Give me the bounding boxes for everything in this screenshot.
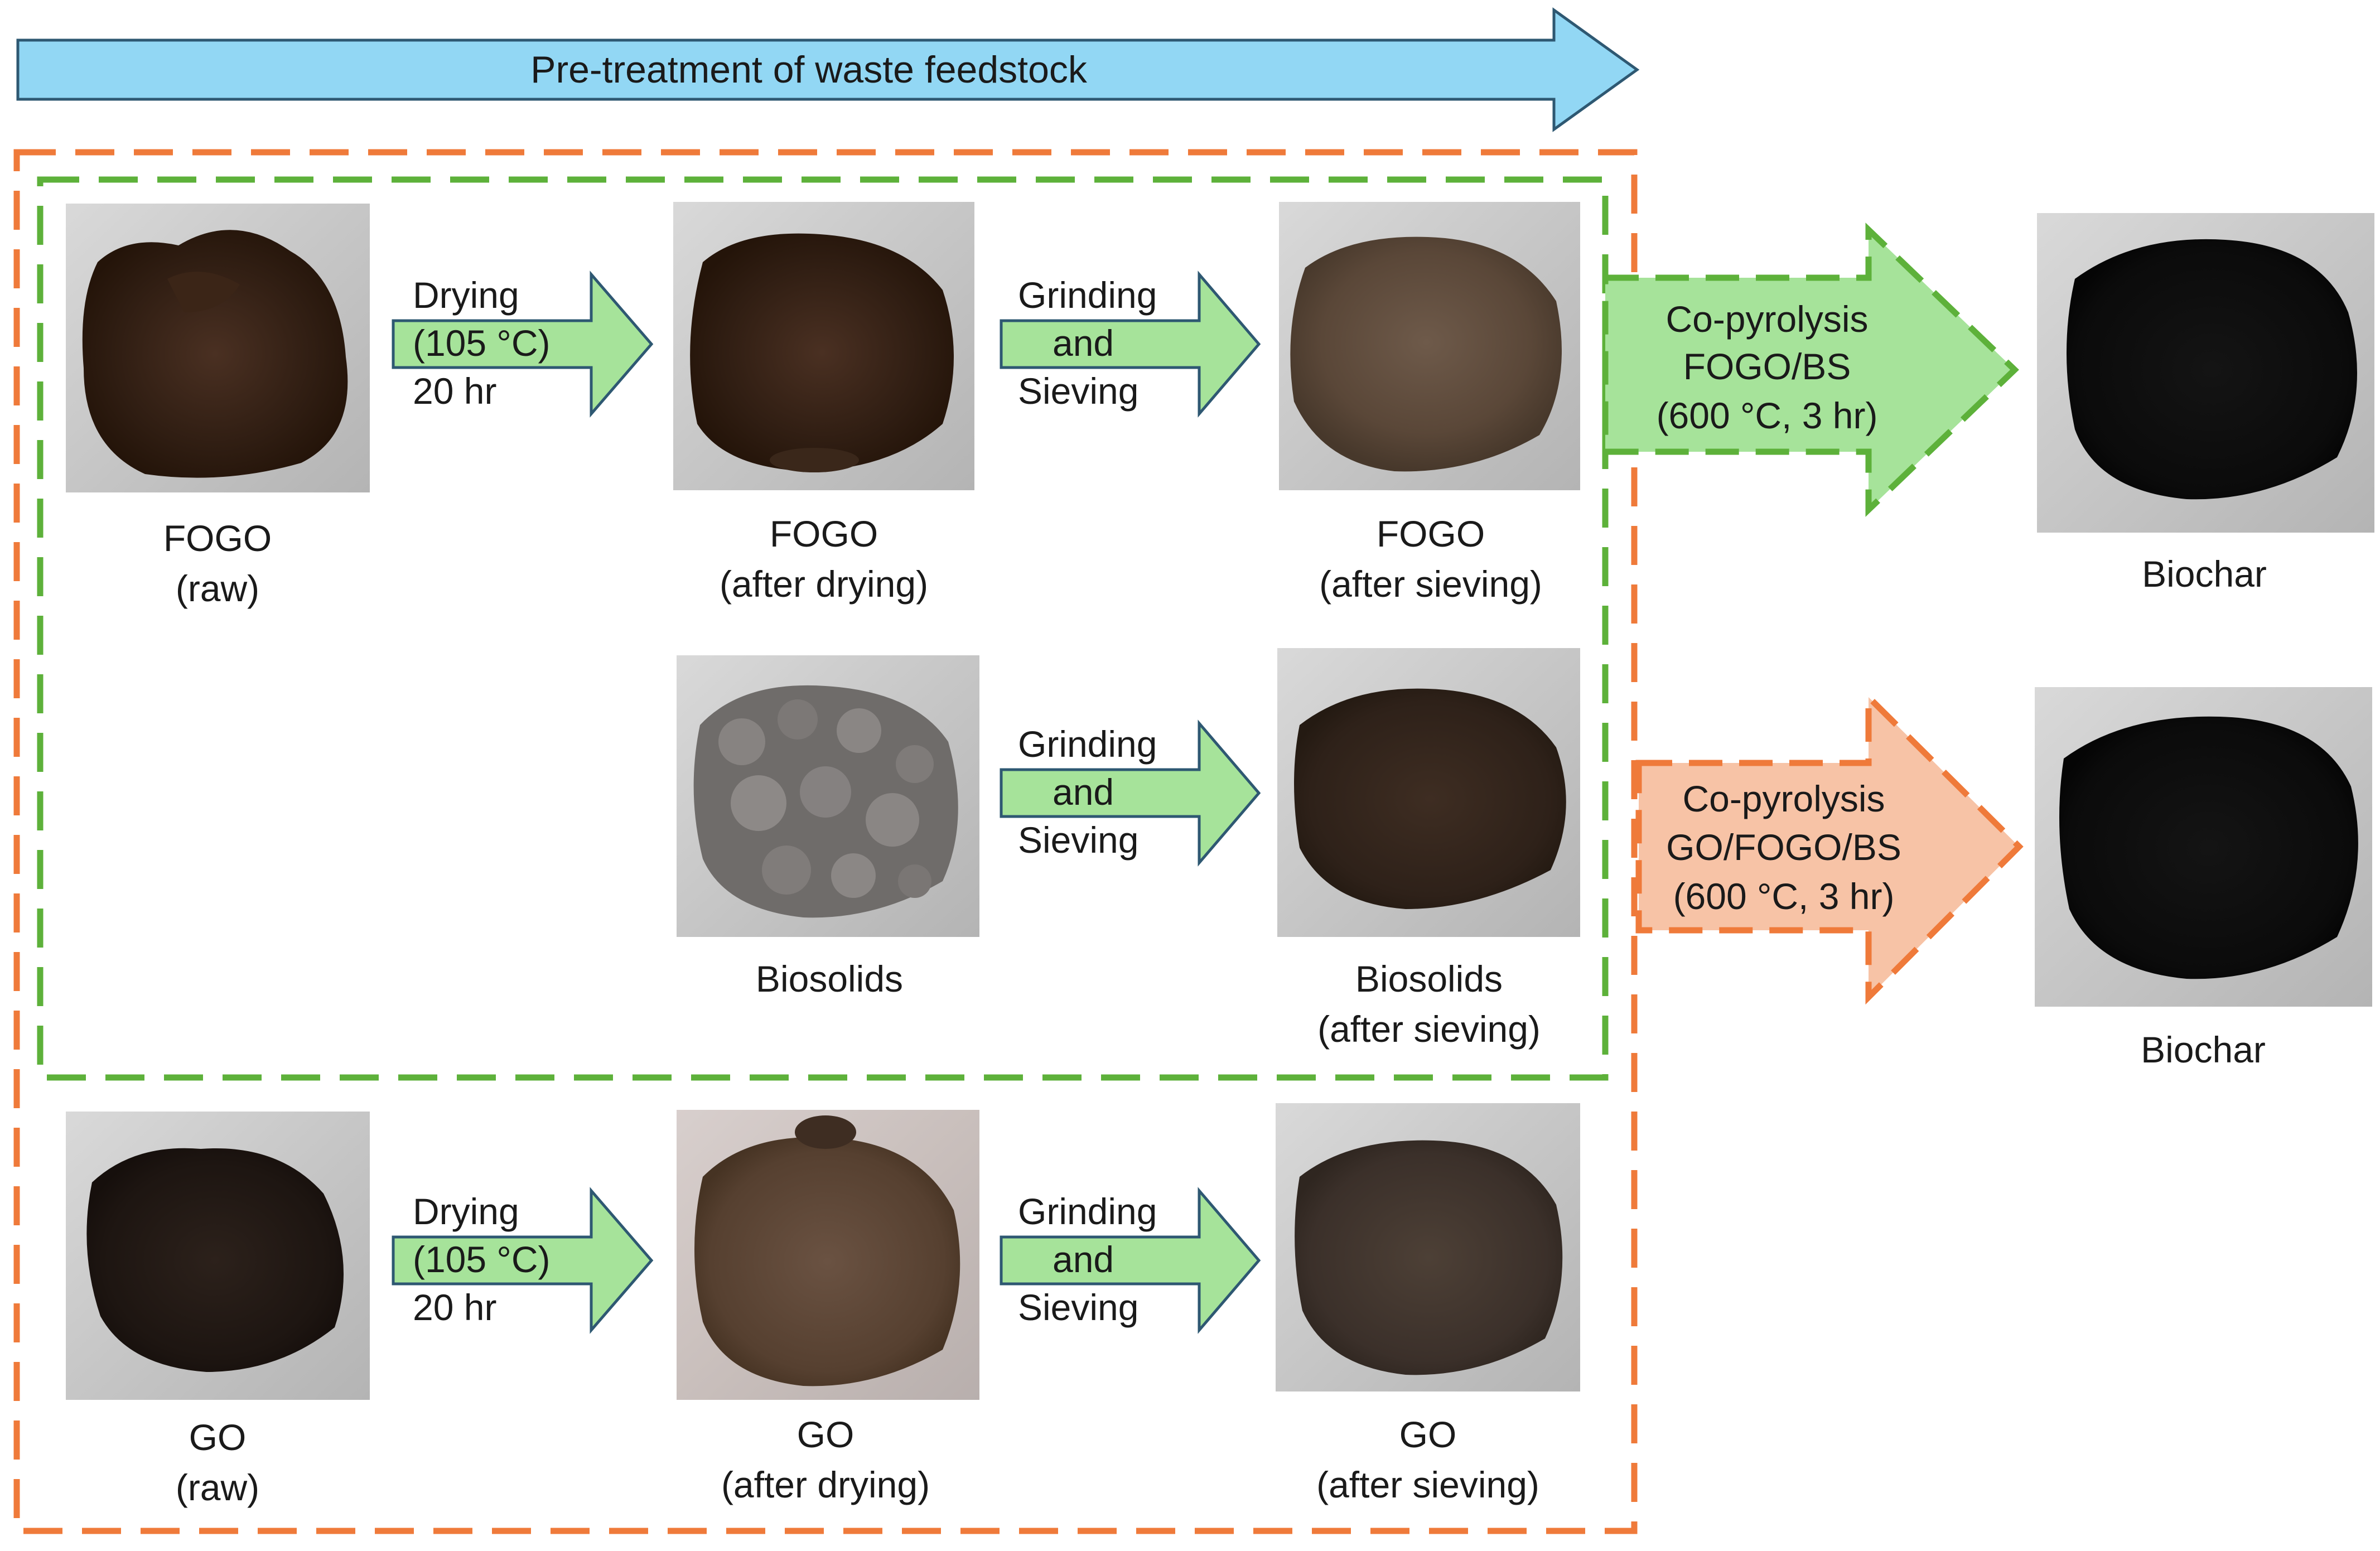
photo-biochar-top [2037, 213, 2374, 533]
go-fogo-bs-pyro-line1: Co-pyrolysis [1682, 778, 1885, 819]
photo-fogo-dried [673, 202, 974, 490]
caption-fogo-sieved-name: FOGO [1377, 513, 1485, 554]
photo-fogo-sieved [1279, 202, 1580, 490]
caption-fogo-raw-name: FOGO [163, 518, 272, 559]
fogo-drying-line2: (105 °C) [413, 322, 550, 364]
caption-biochar-bottom: Biochar [2141, 1029, 2266, 1070]
caption-biochar-top: Biochar [2142, 553, 2267, 595]
arrow-biosolids-grinding [1000, 719, 1261, 867]
go-drying-line1: Drying [413, 1191, 519, 1232]
caption-fogo-dried-state: (after drying) [720, 563, 928, 605]
caption-fogo-dried-name: FOGO [770, 513, 878, 554]
fogo-bs-group-box [37, 176, 1609, 1081]
biosolids-grinding-line1: Grinding [1018, 723, 1157, 765]
fogo-grinding-line2: and [1053, 322, 1114, 364]
fogo-bs-pyro-line3: (600 °C, 3 hr) [1657, 395, 1878, 436]
go-grinding-line3: Sieving [1018, 1287, 1138, 1328]
photo-biosolids-sieved [1277, 648, 1580, 937]
go-fogo-bs-pyro-line2: GO/FOGO/BS [1666, 827, 1901, 868]
biosolids-grinding-line3: Sieving [1018, 819, 1138, 861]
photo-biosolids-raw [677, 655, 979, 937]
arrow-go-drying [392, 1187, 654, 1334]
caption-biosolids-sieved-state: (after sieving) [1317, 1008, 1541, 1050]
caption-fogo-raw-state: (raw) [176, 568, 259, 609]
go-drying-line2: (105 °C) [413, 1239, 550, 1280]
banner-label: Pre-treatment of waste feedstock [530, 49, 1088, 91]
biosolids-grinding-line2: and [1053, 771, 1114, 813]
caption-go-raw-state: (raw) [176, 1467, 259, 1508]
go-drying-line3: 20 hr [413, 1287, 496, 1328]
caption-go-dried-name: GO [797, 1414, 855, 1455]
photo-fogo-raw [66, 204, 370, 492]
photo-go-dried [677, 1110, 979, 1400]
photo-go-sieved [1276, 1103, 1580, 1391]
photo-biochar-bottom [2035, 687, 2372, 1007]
caption-biosolids-raw-name: Biosolids [756, 958, 903, 999]
go-fogo-bs-group-box [13, 149, 1638, 1534]
fogo-bs-pyro-line2: FOGO/BS [1683, 346, 1851, 387]
caption-fogo-sieved-state: (after sieving) [1319, 563, 1542, 605]
arrow-fogo-grinding [1000, 270, 1261, 418]
fogo-drying-line1: Drying [413, 274, 519, 316]
fogo-grinding-line1: Grinding [1018, 274, 1157, 316]
go-grinding-line1: Grinding [1018, 1191, 1157, 1232]
arrow-copyrolysis-go-fogo-bs [1635, 689, 2024, 1005]
fogo-grinding-line3: Sieving [1018, 370, 1138, 412]
arrow-copyrolysis-fogo-bs [1602, 223, 2019, 517]
caption-go-raw-name: GO [189, 1417, 247, 1458]
go-fogo-bs-pyro-line3: (600 °C, 3 hr) [1673, 876, 1895, 917]
caption-go-sieved-state: (after sieving) [1316, 1464, 1539, 1505]
fogo-bs-pyro-line1: Co-pyrolysis [1665, 298, 1868, 340]
caption-biosolids-sieved-name: Biosolids [1355, 958, 1503, 999]
arrow-fogo-drying [392, 270, 654, 418]
photo-go-raw [66, 1112, 370, 1400]
caption-go-sieved-name: GO [1399, 1414, 1457, 1455]
go-grinding-line2: and [1053, 1239, 1114, 1280]
banner-arrow: Pre-treatment of waste feedstock [16, 7, 1640, 132]
caption-go-dried-state: (after drying) [721, 1464, 930, 1505]
arrow-go-grinding [1000, 1187, 1261, 1334]
fogo-drying-line3: 20 hr [413, 370, 496, 412]
